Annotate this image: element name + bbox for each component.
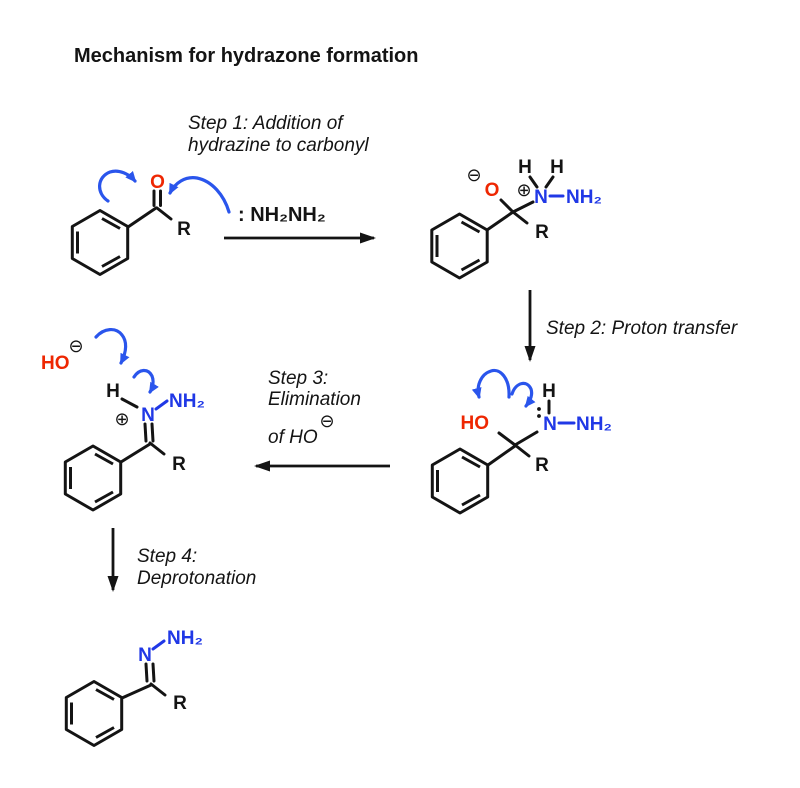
oxygen-label: O	[485, 180, 500, 201]
nh2-label: NH₂	[167, 628, 203, 649]
hydrogen-label: H	[106, 381, 120, 402]
ring-carbon-bond	[486, 444, 517, 467]
c-n-bond	[511, 200, 535, 214]
curved-arrow-hydroxide-to-proton	[94, 328, 130, 365]
curved-arrow-lone-pair-to-bond	[510, 381, 536, 408]
c-r-bond	[149, 682, 167, 697]
r-group-label: R	[177, 219, 191, 240]
step2-caption: Step 2: Proton transfer	[546, 318, 738, 339]
n-n-bond	[154, 399, 169, 411]
iminium-structure: HO ⊖ H ⊕ N NH₂ R	[41, 328, 205, 512]
page-title: Mechanism for hydrazone formation	[74, 45, 419, 67]
nh2-label: NH₂	[576, 414, 612, 435]
tetrahedral-intermediate-structure: ⊖ O ⊕ H H N NH₂ R	[430, 157, 602, 280]
step1-reaction: : NH₂NH₂	[224, 204, 376, 244]
c-n-double-bond	[143, 422, 148, 443]
nitrogen-label: N	[141, 405, 155, 426]
nh2-label: NH₂	[169, 391, 205, 412]
hydrogen-label: H	[518, 157, 532, 178]
n-h-bond	[120, 397, 139, 409]
hydrogen-label: H	[550, 157, 564, 178]
c-n-double-bond	[151, 662, 156, 683]
step3-reaction: Step 3: Elimination of HO ⊖	[254, 368, 390, 472]
curved-arrow-nh-bond-to-nitrogen	[132, 368, 159, 394]
c-oh-bond	[497, 431, 517, 447]
benzene-ring	[430, 212, 489, 280]
c-n-double-bond	[144, 662, 149, 683]
r-group-label: R	[535, 222, 549, 243]
minus-charge-icon: ⊖	[319, 411, 334, 432]
lone-pair-icon	[537, 407, 541, 411]
plus-charge-icon: ⊕	[114, 409, 129, 430]
n-h-bond	[544, 175, 555, 189]
hydroxyl-label: HO	[461, 413, 490, 434]
step2-reaction: Step 2: Proton transfer	[524, 290, 738, 362]
ketone-structure: O R	[70, 169, 231, 276]
ring-carbon-bond	[119, 442, 152, 464]
step4-reaction: Step 4: Deprotonation	[107, 528, 256, 592]
curved-arrow-hydrazine-to-carbon	[168, 176, 231, 214]
n-n-bond	[151, 639, 166, 651]
step1-caption-line1: Step 1: Addition of	[188, 113, 344, 134]
step3-caption-line1: Step 3:	[268, 368, 328, 389]
oxygen-label: O	[150, 172, 165, 193]
step1-caption: Step 1: Addition of hydrazine to carbony…	[188, 113, 369, 156]
nitrogen-label: N	[534, 187, 548, 208]
nitrogen-label: N	[543, 414, 557, 435]
c-r-bond	[513, 443, 531, 458]
step3-caption-line3: of HO	[268, 427, 318, 448]
c-o-bond	[499, 198, 515, 214]
c-r-bond	[155, 206, 173, 221]
step4-caption-line1: Step 4:	[137, 546, 197, 567]
minus-charge-icon: ⊖	[68, 336, 83, 357]
plus-charge-icon: ⊕	[516, 180, 531, 201]
c-r-bond	[148, 441, 166, 456]
c-n-double-bond	[150, 422, 155, 443]
benzene-ring	[70, 209, 130, 276]
c-n-bond	[513, 430, 539, 447]
step3-caption-line2: Elimination	[268, 389, 361, 410]
benzene-ring	[64, 680, 124, 747]
hydrazone-structure: N NH₂ R	[64, 628, 203, 747]
hydroxide-label: HO	[41, 353, 70, 374]
ring-carbon-bond	[485, 210, 515, 232]
r-group-label: R	[535, 455, 549, 476]
benzene-ring	[63, 444, 123, 512]
benzene-ring	[430, 447, 490, 515]
lone-pair-icon	[537, 414, 541, 418]
ring-carbon-bond	[120, 683, 153, 700]
r-group-label: R	[172, 454, 186, 475]
aminol-structure: HO H N NH₂ R	[430, 368, 612, 515]
r-group-label: R	[173, 693, 187, 714]
c-r-bond	[511, 210, 529, 225]
curved-arrow-pi-to-oxygen	[98, 169, 137, 203]
step1-caption-line2: hydrazine to carbonyl	[188, 135, 369, 156]
nh2-label: NH₂	[566, 187, 602, 208]
hydrazine-reagent-label: : NH₂NH₂	[238, 204, 326, 226]
minus-charge-icon: ⊖	[466, 165, 481, 186]
ring-carbonyl-bond	[126, 206, 158, 229]
hydrogen-label: H	[542, 381, 556, 402]
n-h-bond	[528, 175, 539, 189]
nitrogen-label: N	[138, 645, 152, 666]
step4-caption-line2: Deprotonation	[137, 568, 256, 589]
curved-arrow-co-bond-to-oxygen	[471, 368, 511, 399]
